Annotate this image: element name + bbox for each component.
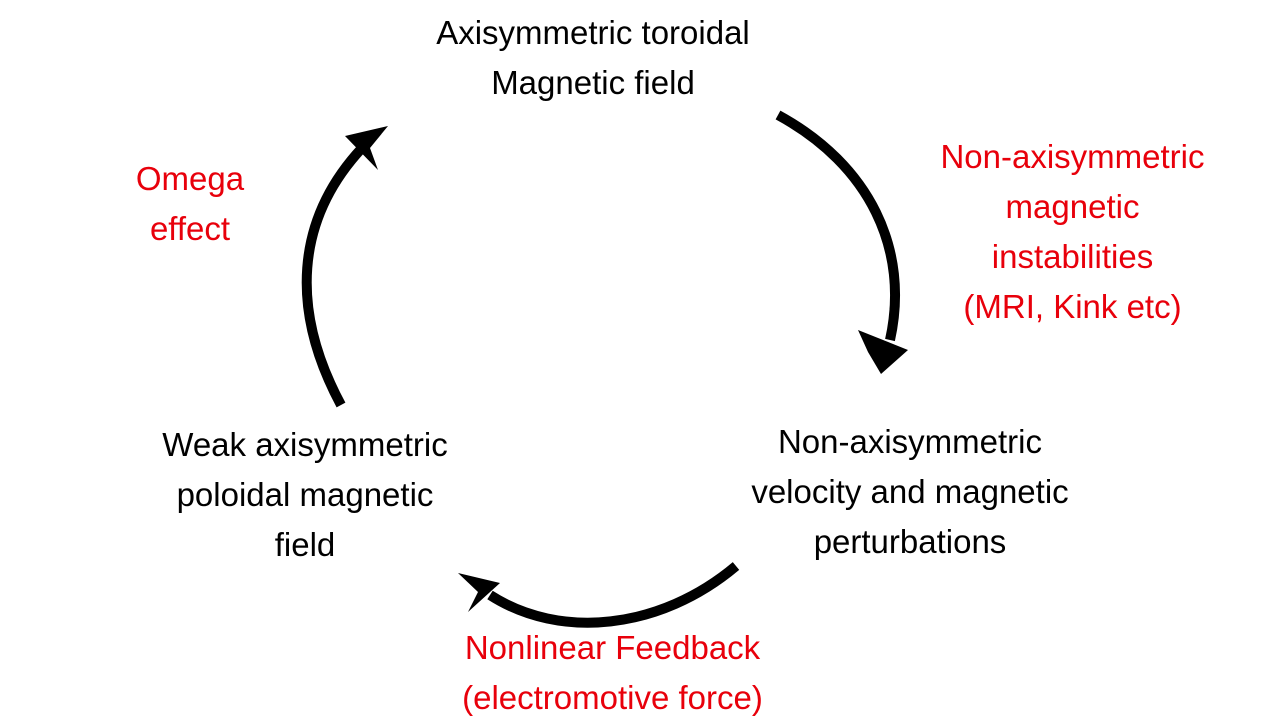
arrow-top-to-right	[775, 110, 908, 374]
node-right-line-3: perturbations	[813, 523, 1007, 560]
edge-label-omega-effect: Omega effect	[100, 154, 280, 254]
edge-label-feedback-line-1: Nonlinear Feedback	[464, 629, 761, 666]
arrow-left-to-top-shaft	[301, 144, 366, 408]
node-weak-poloidal-field: Weak axisymmetric poloidal magnetic fiel…	[110, 420, 500, 570]
arrow-top-to-right-shaft	[775, 110, 901, 342]
edge-label-feedback-line-2: (electromotive force)	[462, 679, 763, 716]
node-top-line-2: Magnetic field	[491, 64, 695, 101]
edge-label-instabilities: Non-axisymmetric magnetic instabilities …	[900, 132, 1245, 332]
arrow-left-to-top-head	[345, 126, 388, 170]
edge-label-nonlinear-feedback: Nonlinear Feedback (electromotive force)	[400, 623, 825, 723]
node-left-line-3: field	[274, 526, 336, 563]
node-right-line-2: velocity and magnetic	[751, 473, 1069, 510]
node-left-line-1: Weak axisymmetric	[162, 426, 448, 463]
node-top-line-1: Axisymmetric toroidal	[436, 14, 750, 51]
edge-label-instabilities-line-4: (MRI, Kink etc)	[963, 288, 1182, 325]
node-right-line-1: Non-axisymmetric	[777, 423, 1043, 460]
edge-label-instabilities-line-2: magnetic	[1005, 188, 1140, 225]
edge-label-instabilities-line-3: instabilities	[991, 238, 1154, 275]
arrow-right-to-left-shaft	[487, 562, 740, 628]
node-axisymmetric-toroidal-field: Axisymmetric toroidal Magnetic field	[393, 8, 793, 108]
arrow-right-to-left-head	[458, 573, 500, 612]
arrow-top-to-right-head	[858, 330, 908, 374]
edge-label-omega-line-2: effect	[149, 210, 231, 247]
node-non-axisymmetric-perturbations: Non-axisymmetric velocity and magnetic p…	[700, 417, 1120, 567]
arrow-right-to-left	[458, 562, 740, 628]
arrow-left-to-top	[301, 126, 388, 408]
edge-label-omega-line-1: Omega	[135, 160, 245, 197]
edge-label-instabilities-line-1: Non-axisymmetric	[940, 138, 1205, 175]
node-left-line-2: poloidal magnetic	[176, 476, 434, 513]
